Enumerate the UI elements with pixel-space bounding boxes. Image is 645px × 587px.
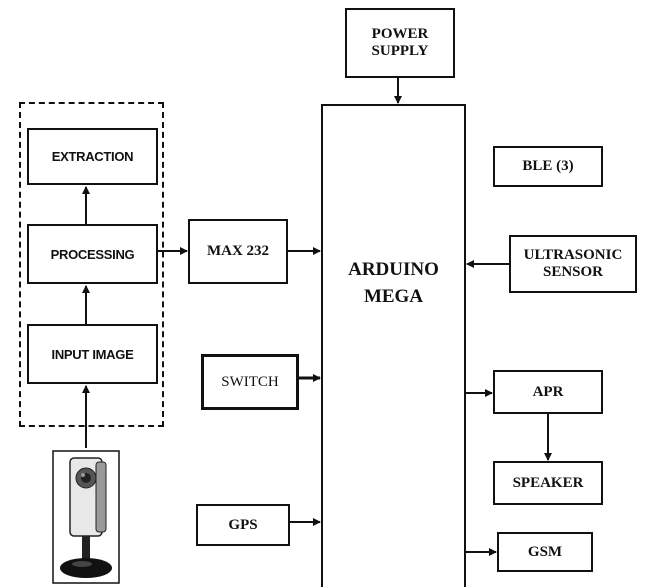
power-supply-label: POWER SUPPLY [371,26,429,59]
gps-label: GPS [228,516,258,533]
apr-block: APR [493,370,603,414]
power-supply-block: POWER SUPPLY [345,8,455,78]
gps-block: GPS [196,504,290,546]
max232-label: MAX 232 [206,243,270,259]
processing-label: PROCESSING [50,246,135,262]
ble-block: BLE (3) [493,146,603,187]
ble-label: BLE (3) [522,158,574,174]
extraction-label: EXTRACTION [51,149,134,164]
processing-block: PROCESSING [27,224,158,284]
camera-icon [52,450,120,584]
switch-label: SWITCH [221,373,279,390]
arduino-mega-label: ARDUINO MEGA [348,259,439,307]
input-image-block: INPUT IMAGE [27,324,158,384]
switch-block: SWITCH [201,354,299,410]
gsm-label: GSM [527,543,563,560]
arduino-mega-block: ARDUINO MEGA [321,104,466,587]
input-image-label: INPUT IMAGE [51,346,134,362]
gsm-block: GSM [497,532,593,572]
apr-label: APR [532,383,564,400]
image-processing-group [19,102,164,427]
speaker-block: SPEAKER [493,461,603,505]
ultrasonic-sensor-block: ULTRASONIC SENSOR [509,235,637,293]
speaker-label: SPEAKER [512,474,584,491]
max232-block: MAX 232 [188,219,288,284]
ultrasonic-sensor-label: ULTRASONIC SENSOR [523,247,623,280]
extraction-block: EXTRACTION [27,128,158,185]
